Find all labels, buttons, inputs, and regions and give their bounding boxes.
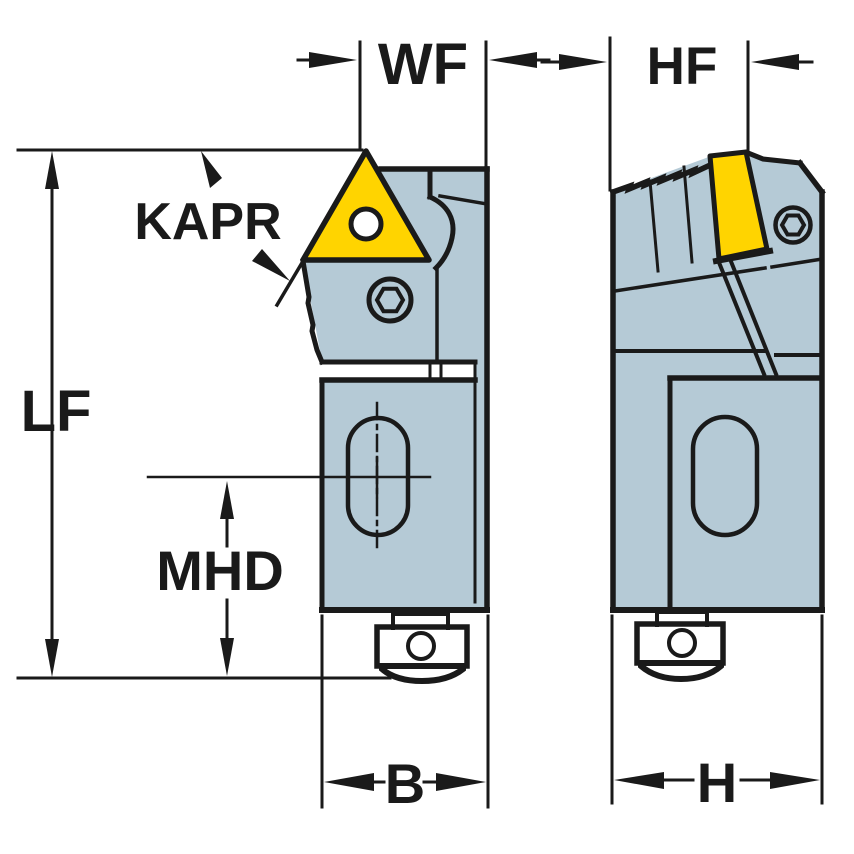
kapr-arrow-bottom — [252, 249, 290, 281]
bottom-screw-hole-side — [667, 628, 697, 658]
wf-label: WF — [378, 32, 468, 97]
insert-front — [300, 148, 432, 263]
side-facet-line-2 — [682, 165, 694, 264]
kapr-edge-extension-line — [274, 243, 315, 308]
side-shim-line-left — [715, 257, 767, 377]
h-arrow-left — [614, 772, 664, 789]
hf-arrow-left — [559, 54, 607, 70]
b-arrow-right — [436, 773, 486, 791]
insert-hole-front — [348, 206, 384, 242]
dimension-annotations: LF WF HF KAPR MHD B — [16, 32, 824, 815]
lf-arrow-down — [45, 639, 59, 677]
b-label: B — [385, 752, 425, 815]
b-arrow-left — [324, 773, 374, 791]
kapr-arrow-top — [201, 151, 222, 188]
side-corner-bevel — [796, 159, 826, 196]
wf-arrow-right — [489, 52, 537, 68]
h-label: H — [697, 751, 737, 814]
hf-arrow-right — [751, 54, 799, 70]
kapr-label: KAPR — [134, 193, 281, 251]
side-facet-line-1 — [648, 179, 660, 273]
bottom-screw-cap-front — [379, 663, 466, 685]
wf-arrow-left — [309, 52, 357, 68]
lf-label: LF — [21, 379, 92, 444]
side-head-diagonal — [613, 266, 767, 293]
insert-screw-front — [366, 276, 414, 324]
mhd-label: MHD — [156, 539, 284, 602]
side-body — [613, 152, 822, 612]
bottom-screw-cap-side — [638, 660, 724, 683]
front-clamp-lobe — [426, 193, 456, 272]
h-arrow-right — [770, 772, 820, 789]
front-head-left-edge — [300, 258, 326, 366]
mhd-arrow-down — [220, 638, 234, 676]
hex-socket-icon — [374, 286, 406, 314]
front-clamp-diagonal — [437, 193, 490, 207]
side-shim-line-right — [727, 256, 779, 377]
hf-label: HF — [647, 37, 718, 96]
mhd-arrow-up — [220, 481, 234, 519]
insert-seat-side — [712, 247, 774, 265]
bottom-screw-notch-side — [655, 610, 709, 627]
side-view — [609, 149, 826, 683]
front-view — [300, 148, 490, 685]
side-serrated-top-edge — [609, 162, 712, 196]
insert-screw-side — [773, 205, 813, 245]
side-top-right-edge — [744, 149, 803, 166]
hex-socket-side-icon — [779, 213, 807, 237]
front-side-strip — [475, 360, 487, 382]
lf-arrow-up — [45, 151, 59, 189]
bottom-screw-notch-front — [391, 612, 450, 630]
side-right-diagonal — [769, 256, 825, 270]
bottom-screw-hole-front — [406, 631, 436, 661]
oblong-boss-side — [690, 414, 760, 538]
